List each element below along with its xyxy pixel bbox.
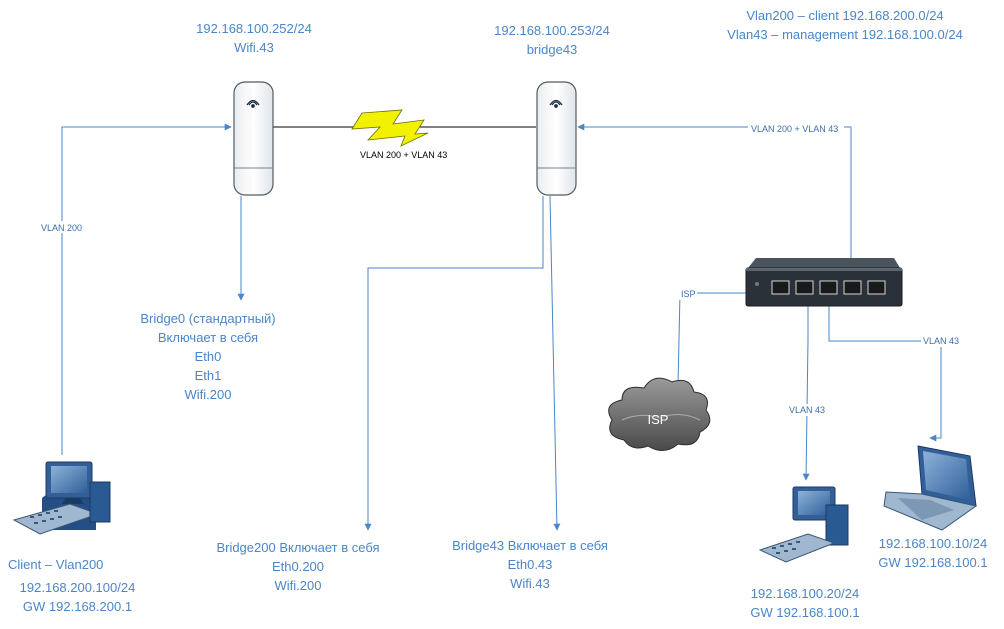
switch-ports bbox=[771, 280, 886, 295]
laptop-ip: 192.168.100.10/24 bbox=[878, 536, 988, 551]
bridge43-line: Eth0.43 bbox=[507, 557, 553, 572]
ap-left-iface: Wifi.43 bbox=[234, 40, 274, 55]
pc-right-gw: GW 192.168.100.1 bbox=[750, 605, 860, 620]
ubiquiti-logo-icon bbox=[246, 99, 260, 108]
wireless-link-label: VLAN 200 + VLAN 43 bbox=[360, 150, 447, 160]
pc-link-label: VLAN 43 bbox=[789, 405, 825, 415]
bridge200-line: Bridge200 Включает в себя bbox=[216, 540, 380, 555]
laptop-icon[interactable] bbox=[883, 445, 978, 531]
ethernet-port-icon[interactable] bbox=[867, 280, 886, 295]
ap-left-ip: 192.168.100.252/24 bbox=[196, 21, 312, 36]
link-ap-right-to-bridge200 bbox=[364, 196, 544, 531]
wireless-link bbox=[272, 109, 536, 147]
bridge0-line: Eth1 bbox=[194, 368, 222, 383]
client-label: Client – Vlan200 192.168.200.100/24 GW 1… bbox=[0, 555, 155, 616]
client-ip: 192.168.200.100/24 bbox=[19, 580, 136, 595]
laptop-link-label: VLAN 43 bbox=[923, 336, 959, 346]
power-led-icon bbox=[755, 282, 759, 286]
bridge43-line: Bridge43 Включает в себя bbox=[452, 538, 608, 553]
ethernet-port-icon[interactable] bbox=[771, 280, 790, 295]
client-link-label: VLAN 200 bbox=[41, 223, 82, 233]
bridge200-line: Wifi.200 bbox=[274, 578, 322, 593]
client-title: Client – Vlan200 bbox=[8, 557, 104, 572]
access-point-left[interactable] bbox=[233, 81, 274, 196]
ap-left-label: 192.168.100.252/24 Wifi.43 bbox=[174, 19, 334, 57]
ethernet-port-icon[interactable] bbox=[843, 280, 862, 295]
bridge0-line: Bridge0 (стандартный) bbox=[140, 311, 276, 326]
switch-uplink-label: VLAN 200 + VLAN 43 bbox=[751, 124, 838, 134]
pc-right-ip: 192.168.100.20/24 bbox=[750, 586, 860, 601]
bridge43-description: Bridge43 Включает в себя Eth0.43 Wifi.43 bbox=[434, 536, 626, 593]
vlan-legend: Vlan200 – client 192.168.200.0/24 Vlan43… bbox=[700, 6, 990, 44]
ethernet-port-icon[interactable] bbox=[795, 280, 814, 295]
link-labels: VLAN 200 VLAN 200 + VLAN 43 VLAN 200 + V… bbox=[38, 122, 963, 416]
link-switch-to-laptop bbox=[828, 294, 942, 442]
workstation-computer-icon[interactable] bbox=[758, 486, 849, 563]
bridge43-line: Wifi.43 bbox=[510, 576, 550, 591]
bridge0-line: Eth0 bbox=[194, 349, 222, 364]
link-ap-right-to-bridge43 bbox=[549, 195, 561, 531]
laptop-label: 192.168.100.10/24 GW 192.168.100.1 bbox=[860, 534, 1004, 572]
ap-right-iface: bridge43 bbox=[526, 42, 578, 57]
ap-right-label: 192.168.100.253/24 bridge43 bbox=[472, 21, 632, 59]
ubiquiti-logo-icon bbox=[549, 99, 563, 108]
link-switch-to-ap-right bbox=[577, 123, 852, 286]
bridge0-line: Wifi.200 bbox=[184, 387, 232, 402]
vlan-legend-client: Vlan200 – client 192.168.200.0/24 bbox=[746, 8, 944, 23]
bridge0-line: Включает в себя bbox=[157, 330, 259, 345]
bridge200-line: Eth0.200 bbox=[271, 559, 325, 574]
access-point-right[interactable] bbox=[536, 81, 577, 196]
isp-link-label: ISP bbox=[681, 289, 696, 299]
lightning-bolt-icon bbox=[351, 109, 429, 147]
vlan-legend-management: Vlan43 – management 192.168.100.0/24 bbox=[727, 27, 963, 42]
link-switch-to-pc bbox=[802, 294, 810, 481]
laptop-gw: GW 192.168.100.1 bbox=[878, 555, 988, 570]
ethernet-port-icon[interactable] bbox=[819, 280, 838, 295]
client-computer-icon[interactable] bbox=[12, 461, 111, 535]
link-client-to-ap-left bbox=[61, 123, 232, 455]
bridge200-description: Bridge200 Включает в себя Eth0.200 Wifi.… bbox=[200, 538, 396, 595]
ap-right-ip: 192.168.100.253/24 bbox=[494, 23, 610, 38]
bridge0-description: Bridge0 (стандартный) Включает в себя Et… bbox=[118, 309, 298, 404]
client-gw: GW 192.168.200.1 bbox=[22, 599, 133, 614]
network-switch[interactable] bbox=[745, 258, 903, 307]
pc-right-label: 192.168.100.20/24 GW 192.168.100.1 bbox=[730, 584, 880, 622]
isp-cloud-label: ISP bbox=[648, 412, 669, 427]
isp-cloud-icon: ISP bbox=[608, 377, 711, 451]
link-isp-to-switch bbox=[677, 289, 769, 386]
